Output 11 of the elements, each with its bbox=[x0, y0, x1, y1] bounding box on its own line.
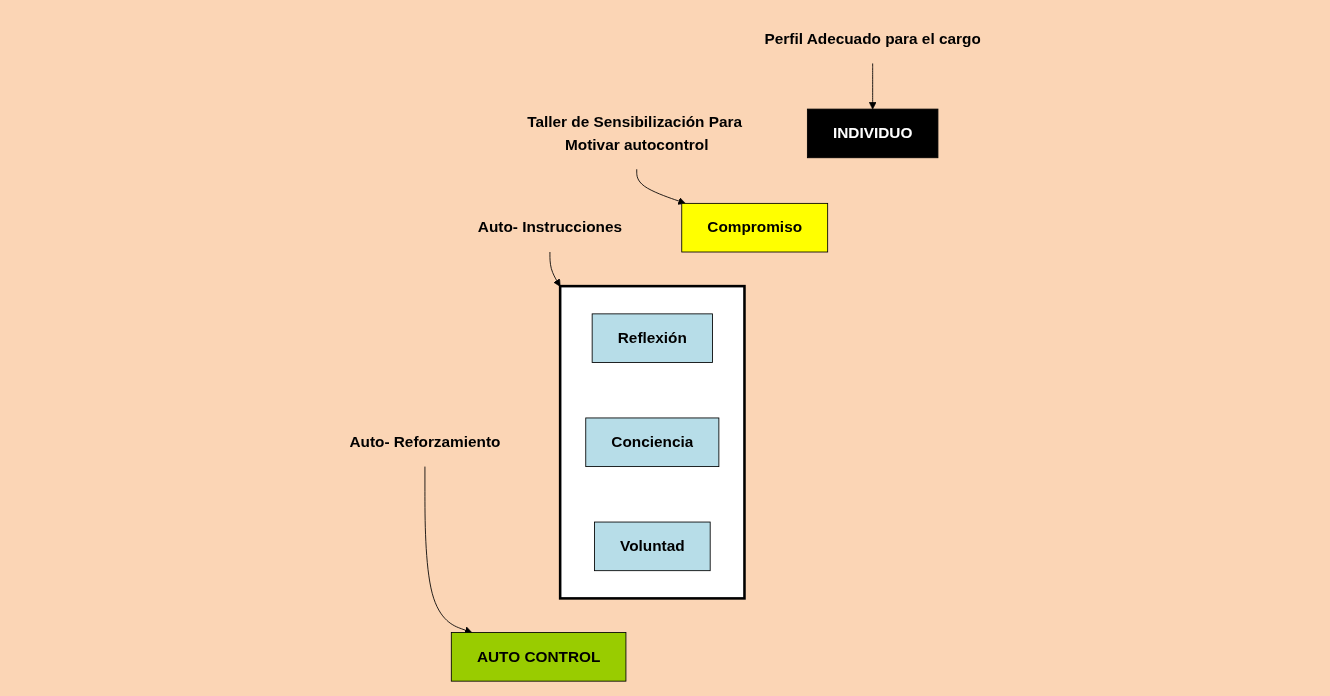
node-text: Auto- Instrucciones bbox=[477, 218, 622, 236]
node-box: Reflexión bbox=[591, 313, 713, 363]
node-text: Perfil Adecuado para el cargo bbox=[764, 30, 981, 48]
node-text: Taller de Sensibilización Para Motivar autocontrol bbox=[527, 112, 742, 154]
node-box: Conciencia bbox=[585, 417, 720, 467]
node-box: INDIVIDUO bbox=[806, 108, 939, 159]
cluster bbox=[558, 284, 746, 600]
node-box: Compromiso bbox=[681, 202, 828, 253]
node-text: Auto- Reforzamiento bbox=[349, 433, 501, 451]
node-box: Voluntad bbox=[593, 521, 711, 572]
node-box: AUTO CONTROL bbox=[450, 632, 627, 682]
